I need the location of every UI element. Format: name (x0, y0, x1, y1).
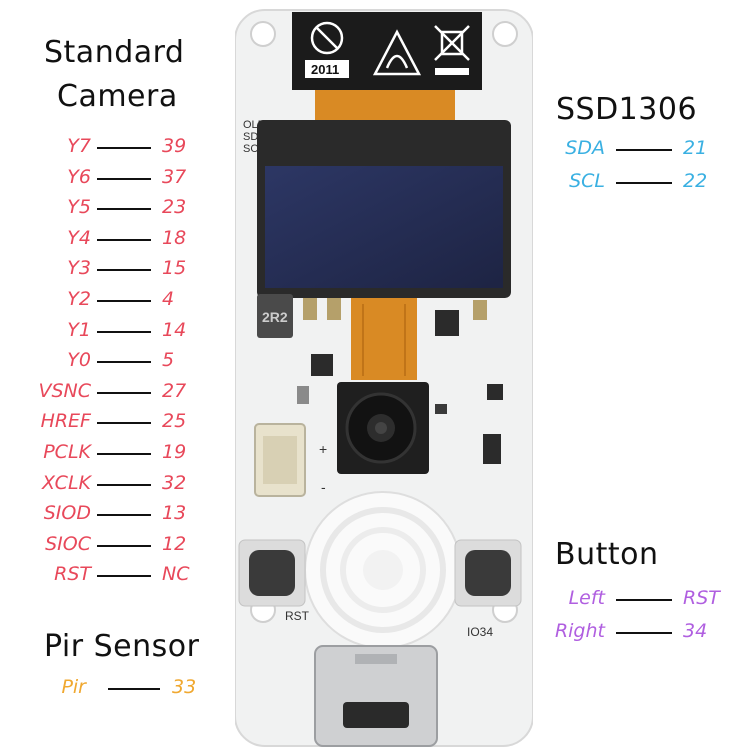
camera-pin-gpio: NC (162, 563, 190, 586)
oled-pin-name: SCL (569, 170, 605, 192)
camera-pin-name: Y3 (67, 257, 91, 280)
oled-pin-connector (616, 149, 672, 151)
oled-pin-connector (616, 182, 672, 184)
left-button (249, 550, 295, 596)
button-pin-connector (616, 599, 672, 601)
camera-pin-connector (97, 300, 151, 302)
camera-pin-name: HREF (40, 410, 91, 433)
camera-pin-connector (97, 330, 151, 333)
camera-flex (351, 294, 417, 380)
camera-pin-connector (97, 453, 151, 455)
io34-silk: IO34 (467, 625, 493, 639)
oled-silk-3: SC (243, 143, 258, 155)
camera-heading-line1: Standard (44, 35, 185, 70)
camera-pin-gpio: 18 (162, 226, 187, 249)
mount-hole-tr (492, 21, 518, 47)
camera-pin-gpio: 12 (162, 532, 187, 555)
oled-heading: SSD1306 (556, 92, 698, 127)
camera-pin-connector (97, 269, 151, 272)
oled-pin-gpio: 22 (683, 170, 708, 192)
camera-pin-name: PCLK (43, 441, 91, 463)
camera-pin-name: Y4 (67, 226, 91, 249)
oled-pin-name: SDA (565, 137, 605, 159)
camera-heading-line2: Camera (57, 79, 178, 114)
camera-pin-connector (97, 422, 151, 425)
camera-pin-gpio: 15 (162, 257, 187, 280)
camera-pin-name: Y6 (67, 165, 91, 188)
camera-pin-name: Y1 (67, 318, 91, 341)
camera-pin-gpio: 37 (162, 165, 187, 188)
camera-pin-connector (97, 483, 151, 486)
right-button (465, 550, 511, 596)
camera-pin-name: Y0 (67, 349, 91, 372)
inductor-label: 2R2 (262, 309, 288, 325)
camera-pin-gpio: 5 (162, 349, 175, 372)
battery-minus: - (321, 479, 326, 495)
camera-pin-gpio: 32 (162, 471, 187, 494)
rst-silk: RST (285, 609, 310, 623)
camera-pin-gpio: 4 (162, 288, 175, 310)
camera-pin-connector (97, 208, 151, 211)
camera-pin-name: VSNC (38, 379, 91, 402)
oled-flex-top (315, 90, 455, 124)
esd-icon (372, 29, 422, 76)
oled-silk-2: SD (243, 131, 258, 143)
camera-pin-gpio: 39 (162, 135, 187, 157)
inductor (257, 294, 293, 338)
camera-pin-gpio: 19 (162, 441, 187, 463)
mount-hole-tl (250, 21, 276, 47)
pir-heading: Pir Sensor (44, 629, 200, 664)
camera-pin-name: Y5 (67, 196, 91, 219)
oled-pin-gpio: 21 (683, 137, 708, 159)
camera-pin-connector (97, 544, 151, 547)
pir-pin-gpio: 33 (172, 676, 197, 698)
camera-pin-connector (97, 361, 151, 364)
button-pin-name: Left (568, 587, 605, 609)
year-label: 2011 (311, 62, 339, 77)
pir-pin-connector (108, 688, 160, 690)
camera-pin-gpio: 23 (162, 196, 187, 219)
pb-free-icon (310, 21, 344, 55)
camera-pin-connector (97, 238, 151, 241)
camera-pin-connector (97, 177, 151, 180)
button-heading: Button (555, 537, 659, 572)
camera-pin-name: RST (54, 563, 91, 586)
ttgo-camera-board: 2011 OLED SD SC 2R2 + - (235, 9, 533, 747)
camera-pin-connector (97, 391, 151, 394)
button-pin-gpio: 34 (683, 620, 708, 642)
camera-pin-name: Y2 (67, 288, 91, 310)
camera-pin-gpio: 13 (162, 502, 187, 525)
camera-pin-connector (97, 575, 151, 578)
weee-icon (434, 25, 470, 75)
button-pin-connector (616, 632, 672, 634)
camera-pin-name: XCLK (42, 471, 91, 494)
camera-pin-connector (97, 514, 151, 517)
camera-pin-gpio: 27 (162, 379, 187, 402)
camera-pin-name: Y7 (67, 135, 91, 157)
camera-pin-name: SIOD (43, 502, 91, 525)
button-pin-gpio: RST (683, 587, 720, 609)
camera-pin-connector (97, 147, 151, 149)
button-pin-name: Right (554, 620, 605, 642)
camera-pin-name: SIOC (45, 532, 91, 555)
camera-pin-gpio: 14 (162, 318, 187, 341)
battery-plus: + (319, 441, 327, 457)
pir-pin-name: Pir (61, 676, 86, 698)
camera-pin-gpio: 25 (162, 410, 187, 433)
